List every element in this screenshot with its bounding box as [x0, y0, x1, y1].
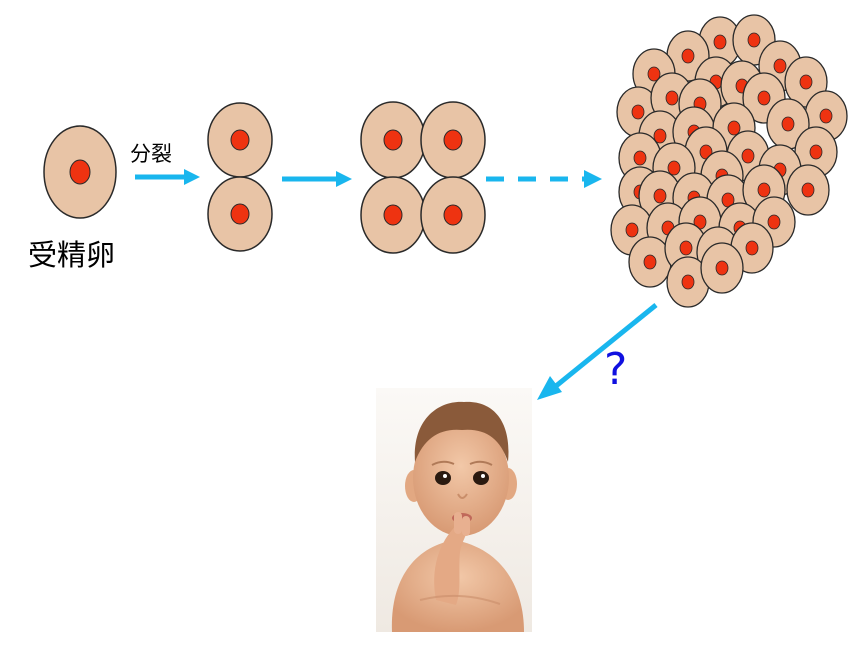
cluster-cell — [786, 164, 830, 216]
cluster-cell — [794, 126, 838, 178]
cell-cluster — [610, 14, 848, 308]
cluster-cell — [766, 98, 810, 150]
two-cell-stage — [207, 102, 273, 252]
four-cell-stage — [360, 101, 486, 254]
development-arrow — [537, 303, 658, 400]
cluster-cell — [628, 236, 672, 288]
division-label: 分裂 — [130, 142, 172, 166]
baby-photo — [376, 388, 532, 632]
cluster-cell — [700, 242, 744, 294]
zygote-label: 受精卵 — [28, 238, 116, 272]
division-arrow — [135, 169, 200, 185]
arrow-2 — [282, 171, 352, 187]
zygote-cell — [43, 125, 117, 219]
dashed-arrow — [486, 170, 602, 188]
question-mark: ? — [604, 344, 628, 395]
